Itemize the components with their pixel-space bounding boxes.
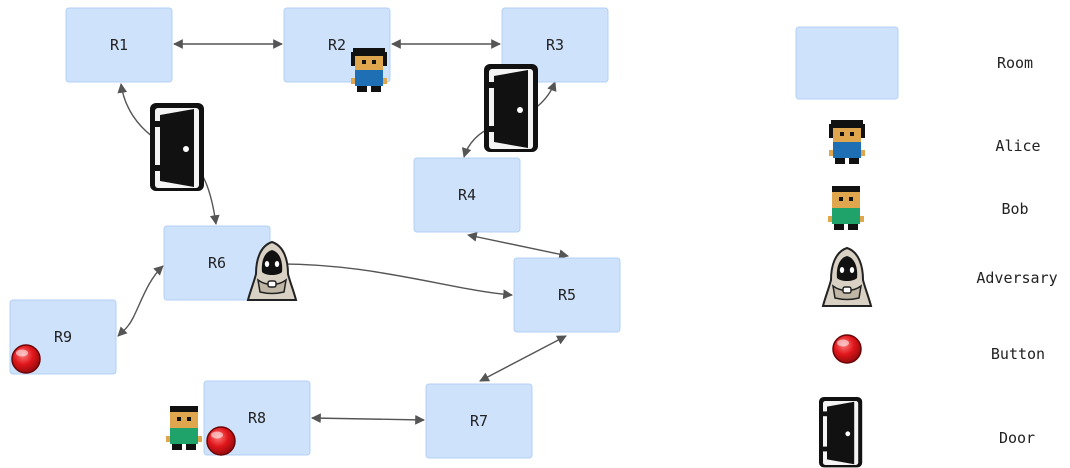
rooms: R1 R2 R3 R4 R5 R6 R7 R8 <box>9 7 621 459</box>
room-label: R3 <box>546 36 564 54</box>
bob-icon <box>166 406 202 450</box>
legend-label: Button <box>991 345 1045 363</box>
legend-label: Door <box>999 429 1035 447</box>
door-icon <box>484 64 538 152</box>
alice-icon <box>829 120 865 164</box>
legend-door: Door <box>819 397 1035 468</box>
room-label: R1 <box>110 36 128 54</box>
legend-label: Room <box>997 54 1033 72</box>
room-r3: R3 <box>501 7 609 83</box>
room-r5: R5 <box>513 257 621 333</box>
room-r6: R6 <box>163 225 271 301</box>
room-label: R2 <box>328 36 346 54</box>
edge-r6-r5 <box>269 263 513 300</box>
edge-r4-r5 <box>467 232 569 259</box>
edge-r8-r7 <box>311 413 425 425</box>
room-label: R8 <box>248 409 266 427</box>
legend-label: Alice <box>995 137 1040 155</box>
bob-icon <box>828 186 864 230</box>
legend-alice: Alice <box>829 120 1041 164</box>
room-r1: R1 <box>65 7 173 83</box>
room-label: R9 <box>54 328 72 346</box>
legend-adversary: Adversary <box>822 247 1058 307</box>
door-icon <box>150 103 204 191</box>
room-label: R7 <box>470 412 488 430</box>
alice-icon <box>351 48 387 92</box>
adversary-icon <box>822 247 872 307</box>
legend-label: Bob <box>1001 200 1028 218</box>
legend-label: Adversary <box>976 269 1057 287</box>
room-label: R6 <box>208 254 226 272</box>
legend: Room Alice Bob Adversary Button Door <box>795 26 1058 468</box>
button-icon <box>832 334 862 364</box>
button-icon <box>206 426 236 456</box>
button-icon <box>11 344 41 374</box>
edge-r5-r7 <box>479 335 567 382</box>
room-label: R4 <box>458 186 476 204</box>
room-label: R5 <box>558 286 576 304</box>
door-icon <box>819 397 863 468</box>
legend-room: Room <box>795 26 1033 100</box>
room-r7: R7 <box>425 383 533 459</box>
legend-button: Button <box>832 334 1045 364</box>
room-r4: R4 <box>413 157 521 233</box>
legend-bob: Bob <box>828 186 1029 230</box>
edge-r6-r9 <box>117 265 164 337</box>
